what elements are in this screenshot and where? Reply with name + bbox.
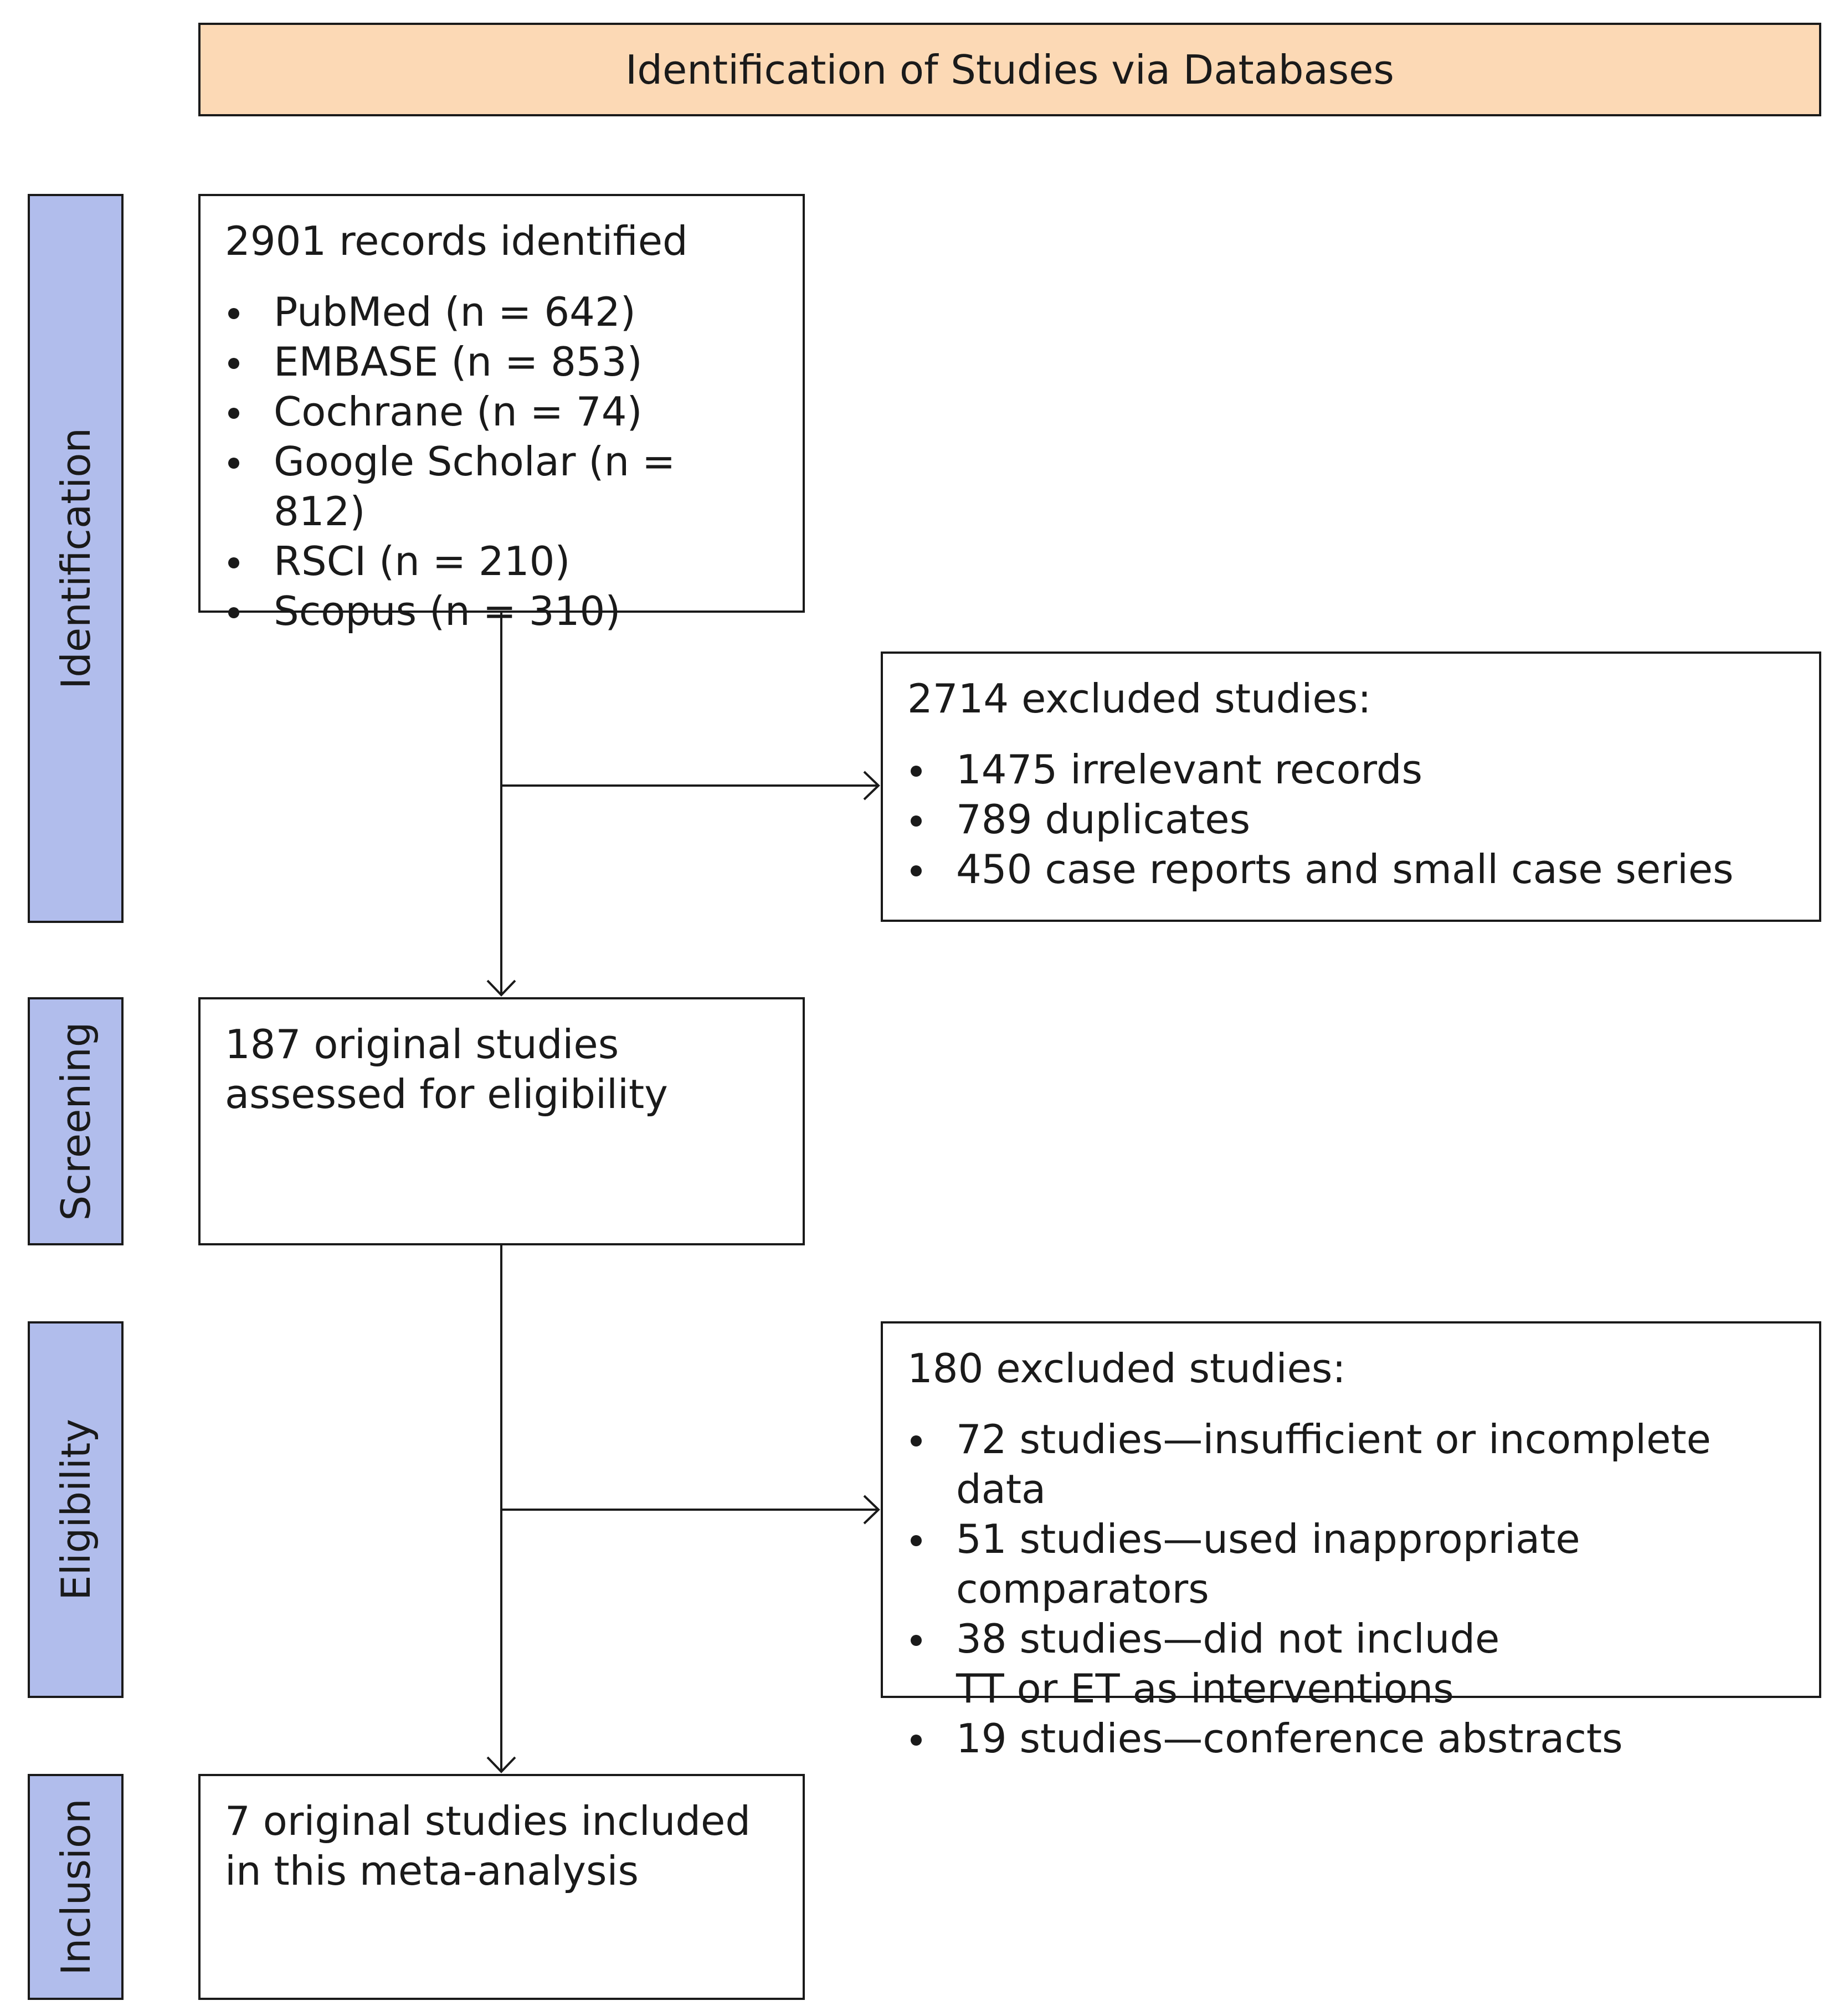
source-rsci: RSCI (n = 210)	[225, 536, 778, 586]
arrowhead-to-excluded-1	[863, 771, 880, 801]
arrowhead-to-excluded-2	[863, 1495, 880, 1525]
arrowhead-to-inclusion	[486, 1756, 516, 1773]
phase-screening: Screening	[28, 997, 124, 1245]
records-identified-box: 2901 records identified PubMed (n = 642)…	[198, 194, 805, 634]
excluded-studies-1-heading: 2714 excluded studies:	[907, 675, 1371, 722]
source-pubmed: PubMed (n = 642)	[225, 287, 778, 337]
excluded-inappropriate-comparators: 51 studies—used inappropriate comparator…	[907, 1514, 1795, 1614]
source-scopus: Scopus (n = 310)	[225, 586, 778, 636]
excluded-studies-box-2: 180 excluded studies: 72 studies—insuffi…	[881, 1321, 1821, 1762]
screening-box: 187 original studies assessed for eligib…	[198, 997, 805, 1245]
arrowhead-to-screening	[486, 979, 516, 997]
excluded-insufficient-data: 72 studies—insufficient or incomplete da…	[907, 1414, 1795, 1514]
excluded-irrelevant-records: 1475 irrelevant records	[907, 745, 1795, 794]
database-identification-header: Identification of Studies via Databases	[198, 23, 1821, 116]
excluded-duplicates: 789 duplicates	[907, 794, 1795, 844]
source-cochrane: Cochrane (n = 74)	[225, 387, 778, 437]
source-google-scholar: Google Scholar (n = 812)	[225, 437, 778, 536]
phase-eligibility: Eligibility	[28, 1321, 124, 1698]
header-title: Identification of Studies via Databases	[625, 46, 1394, 93]
included-studies-text: 7 original studies included in this meta…	[225, 1798, 751, 1894]
excluded-studies-2-list: 72 studies—insufficient or incomplete da…	[907, 1414, 1795, 1763]
excluded-conference-abstracts: 19 studies—conference abstracts	[907, 1714, 1795, 1763]
excluded-studies-1-list: 1475 irrelevant records 789 duplicates 4…	[907, 745, 1795, 894]
excluded-no-tt-et: 38 studies—did not include TT or ET as i…	[907, 1614, 1510, 1714]
records-identified-heading: 2901 records identified	[225, 218, 688, 264]
excluded-studies-2-heading: 180 excluded studies:	[907, 1345, 1346, 1392]
source-embase: EMBASE (n = 853)	[225, 337, 778, 387]
excluded-case-reports: 450 case reports and small case series	[907, 844, 1795, 894]
phase-inclusion: Inclusion	[28, 1774, 124, 2000]
included-studies-box: 7 original studies included in this meta…	[198, 1774, 805, 2000]
excluded-studies-box-1: 2714 excluded studies: 1475 irrelevant r…	[881, 652, 1821, 922]
screening-text: 187 original studies assessed for eligib…	[225, 1021, 668, 1117]
database-source-list: PubMed (n = 642) EMBASE (n = 853) Cochra…	[225, 287, 778, 636]
phase-identification: Identification	[28, 194, 124, 923]
